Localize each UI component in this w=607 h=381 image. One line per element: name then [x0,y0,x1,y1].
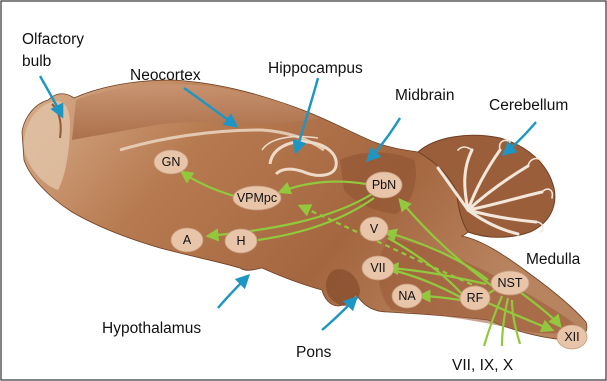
nucleus-a: A [171,228,203,252]
nucleus-na-label: NA [398,289,416,303]
nucleus-h-label: H [236,234,245,248]
nucleus-vii: VII [362,256,394,280]
nucleus-gn: GN [154,150,188,174]
nucleus-nst: NST [491,271,529,295]
nucleus-a-label: A [183,233,192,247]
nucleus-pbn: PbN [366,172,402,198]
nucleus-v-label: V [370,222,379,236]
label-medulla: Medulla [526,251,581,268]
label-hippocampus: Hippocampus [268,60,363,77]
label-cerebellum: Cerebellum [489,97,568,114]
nucleus-h: H [225,229,257,253]
nucleus-xii-label: XII [564,330,579,344]
nucleus-vii-label: VII [370,261,385,275]
nucleus-gn-label: GN [162,155,181,169]
nucleus-na: NA [392,284,422,308]
label-olfactory-bulb-line2: bulb [22,53,51,70]
nucleus-pbn-label: PbN [372,178,396,192]
nucleus-v: V [360,217,388,241]
nucleus-nst-label: NST [498,276,523,290]
label-hypothalamus: Hypothalamus [102,320,201,337]
nucleus-vpmpc: VPMpc [233,186,281,210]
nucleus-rf: RF [460,286,490,310]
label-cranial-nerves: VII, IX, X [452,357,514,374]
label-neocortex: Neocortex [130,67,201,84]
nucleus-xii: XII [557,325,587,349]
nucleus-vpmpc-label: VPMpc [237,191,277,205]
nucleus-rf-label: RF [467,291,484,305]
label-olfactory-bulb-line1: Olfactory [22,31,84,48]
label-pons: Pons [296,344,332,361]
label-midbrain: Midbrain [395,87,454,104]
